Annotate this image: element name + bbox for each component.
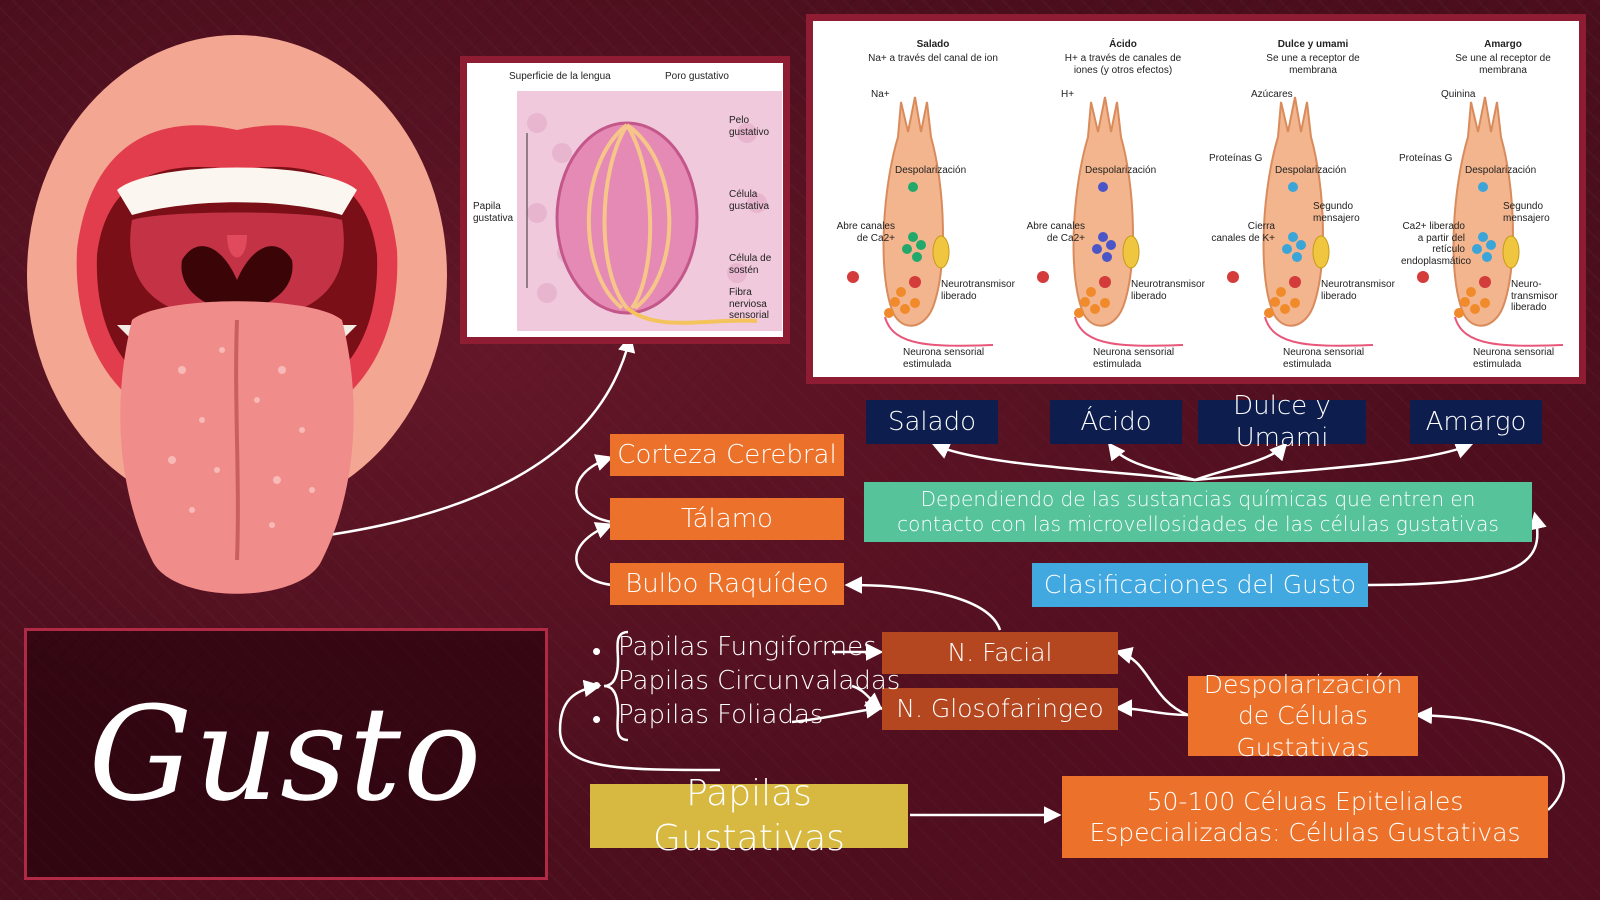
gustatory-cell-icon	[1037, 96, 1184, 347]
taste-dulce-umami: Dulce y Umami	[1198, 391, 1366, 453]
gustatory-cell-icon	[1417, 96, 1564, 347]
papilas-bullet-1: •	[592, 637, 602, 667]
open-label: Abre canales de Ca2+	[1026, 221, 1085, 244]
proteins-g-label: Proteínas G	[1399, 153, 1453, 164]
column-title: Salado	[916, 39, 950, 50]
taste-acido: Ácido	[1050, 400, 1182, 444]
label-hair: Pelo gustativo	[729, 115, 770, 138]
title-panel: Gusto	[24, 628, 548, 880]
node-corteza-cerebral: Corteza Cerebral	[610, 434, 844, 476]
taste-column-2: Ácido H+ a través de canales de iones (y …	[1013, 21, 1205, 377]
ion-label: Quinina	[1441, 89, 1476, 100]
neuro-label: Neurotransmisor liberado	[1131, 279, 1205, 302]
node-clasificaciones: Clasificaciones del Gusto	[1032, 563, 1368, 607]
node-n-glosofaringeo: N. Glosofaringeo	[882, 688, 1118, 730]
column-desc: H+ a través de canales de iones (y otros…	[1064, 53, 1182, 76]
papilas-item-foliadas: Papilas Foliadas	[618, 700, 824, 730]
depol-label: Despolarización	[1085, 165, 1157, 176]
neuron-label: Neurona sensorial estimulada	[903, 347, 985, 370]
tongue-illustration	[27, 35, 447, 594]
column-desc: Se une a receptor de membrana	[1266, 53, 1360, 76]
taste-column-3: Dulce y umami Se une a receptor de membra…	[1203, 21, 1395, 377]
column-title: Dulce y umami	[1277, 39, 1349, 50]
depol-label: Despolarización	[1465, 165, 1537, 176]
node-celulas-gustativas: 50-100 Céluas Epiteliales Especializadas…	[1062, 776, 1548, 858]
gustatory-cell-icon	[847, 96, 994, 347]
node-dependiendo: Dependiendo de las sustancias químicas q…	[864, 482, 1532, 542]
column-desc: Se une al receptor de membrana	[1455, 53, 1551, 76]
label-pore: Poro gustativo	[665, 71, 729, 82]
neuro-label: Neuro-transmisor liberado	[1511, 279, 1558, 313]
papilas-item-fungiformes: Papilas Fungiformes	[618, 632, 877, 662]
gustatory-cell-icon	[1227, 96, 1374, 347]
node-n-facial: N. Facial	[882, 632, 1118, 674]
ion-label: Na+	[871, 89, 890, 100]
neuro-label: Neurotransmisor liberado	[941, 279, 1015, 302]
depol-label: Despolarización	[895, 165, 967, 176]
depol-label: Despolarización	[1275, 165, 1347, 176]
column-title: Amargo	[1484, 39, 1522, 50]
taste-bud-illustration	[517, 91, 782, 331]
column-title: Ácido	[1109, 39, 1137, 50]
label-fiber: Fibra nerviosa sensorial	[729, 287, 770, 321]
label-cell: Célula gustativa	[729, 189, 770, 212]
papilas-item-circunvaladas: Papilas Circunvaladas	[618, 666, 901, 696]
label-surface: Superficie de la lengua	[509, 71, 611, 82]
ion-label: Azúcares	[1251, 89, 1293, 100]
open-label: Cierra canales de K+	[1211, 221, 1275, 244]
open-label: Ca2+ liberado a partir del retículo endo…	[1401, 221, 1472, 267]
taste-salado: Salado	[866, 400, 998, 444]
neuron-label: Neurona sensorial estimulada	[1093, 347, 1175, 370]
ion-label: H+	[1061, 89, 1075, 100]
proteins-g-label: Proteínas G	[1209, 153, 1263, 164]
second-messenger-label: Segundo mensajero	[1313, 201, 1360, 224]
papilas-bullet-2: •	[592, 671, 602, 701]
open-label: Abre canales de Ca2+	[836, 221, 895, 244]
taste-bud-diagram: Superficie de la lengua Poro gustativo P…	[460, 56, 790, 344]
papilas-bullet-3: •	[592, 705, 602, 735]
node-despolarizacion: Despolarización de Células Gustativas	[1188, 670, 1418, 762]
label-support: Célula de sostén	[729, 253, 772, 276]
column-desc: Na+ a través del canal de ion	[868, 53, 998, 64]
node-papilas-gustativas: Papilas Gustativas	[590, 773, 908, 859]
taste-amargo: Amargo	[1410, 400, 1542, 444]
neuro-label: Neurotransmisor liberado	[1321, 279, 1395, 302]
node-bulbo-raquideo: Bulbo Raquídeo	[610, 563, 844, 605]
node-talamo: Tálamo	[610, 498, 844, 540]
page-title: Gusto	[88, 678, 484, 830]
second-messenger-label: Segundo mensajero	[1503, 201, 1550, 224]
label-papilla: Papila gustativa	[473, 201, 514, 224]
neuron-label: Neurona sensorial estimulada	[1283, 347, 1365, 370]
neuron-label: Neurona sensorial estimulada	[1473, 347, 1555, 370]
